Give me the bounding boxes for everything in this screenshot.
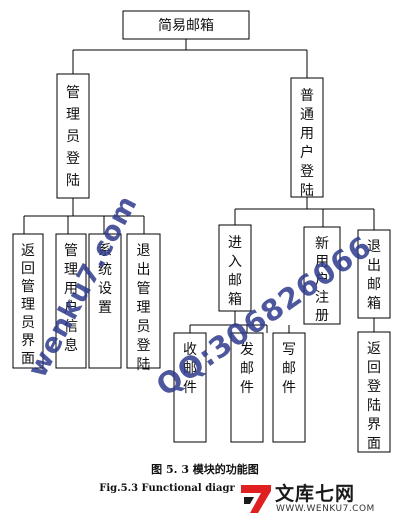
admin-exit-box-label: 退出管理员登陆 [137, 243, 151, 373]
exit-mailbox-box-frame [357, 229, 391, 319]
register-box: 新用户注册 [303, 226, 341, 325]
return-login-box: 返回登陆界面 [357, 331, 391, 453]
root-box: 简易邮箱 [122, 10, 250, 40]
logo-url: WWW.WENKU7.COM [276, 504, 375, 514]
manage-users-box-label: 管理用户信息 [64, 243, 78, 354]
user-login-box-label: 普通用户登陆 [300, 88, 314, 199]
send-mail-box: 发邮件 [230, 332, 264, 443]
manage-users-box: 管理用户信息 [55, 233, 87, 369]
admin-exit-box-frame [126, 233, 161, 369]
figure-caption-cn: 图 5. 3 模块的功能图 [151, 463, 259, 476]
admin-return-box: 返回管理员界面 [12, 233, 44, 369]
register-box-label: 新用户注册 [315, 236, 329, 324]
receive-mail-box-label: 收邮件 [183, 342, 197, 396]
logo-mark-icon [241, 485, 271, 513]
enter-mailbox-box-frame [218, 224, 252, 312]
connector-lines [23, 39, 375, 333]
enter-mailbox-box-label: 进入邮箱 [228, 235, 242, 308]
register-box-frame [303, 226, 341, 325]
admin-login-box: 管理员登陆 [56, 73, 90, 199]
receive-mail-box: 收邮件 [173, 332, 207, 443]
manage-users-box-frame [55, 233, 87, 369]
write-mail-box: 写邮件 [272, 332, 306, 443]
return-login-box-frame [357, 331, 391, 453]
wenku7-logo[interactable]: 文库七网 WWW.WENKU7.COM [238, 479, 410, 518]
return-login-box-label: 返回登陆界面 [367, 341, 381, 452]
system-settings-box-frame [88, 233, 122, 369]
write-mail-box-label: 写邮件 [282, 342, 296, 396]
figure-caption-en: Fig.5.3 Functional diagr [99, 483, 235, 494]
enter-mailbox-box: 进入邮箱 [218, 224, 252, 312]
user-login-box-frame [290, 77, 324, 198]
send-mail-box-frame [230, 332, 264, 443]
system-settings-box-label: 系统设置 [98, 243, 112, 316]
root-box-label: 简易邮箱 [158, 17, 214, 34]
user-login-box: 普通用户登陆 [290, 77, 324, 199]
exit-mailbox-box-label: 退出邮箱 [367, 239, 381, 312]
admin-return-box-frame [12, 233, 44, 369]
receive-mail-box-frame [173, 332, 207, 443]
exit-mailbox-box: 退出邮箱 [357, 229, 391, 319]
admin-return-box-label: 返回管理员界面 [21, 243, 35, 367]
admin-login-box-frame [56, 73, 90, 199]
root-box-frame [122, 10, 250, 40]
admin-login-box-label: 管理员登陆 [66, 85, 80, 189]
logo-name: 文库七网 [275, 483, 356, 505]
send-mail-box-label: 发邮件 [240, 342, 254, 396]
write-mail-box-frame [272, 332, 306, 443]
system-settings-box: 系统设置 [88, 233, 122, 369]
admin-exit-box: 退出管理员登陆 [126, 233, 161, 373]
